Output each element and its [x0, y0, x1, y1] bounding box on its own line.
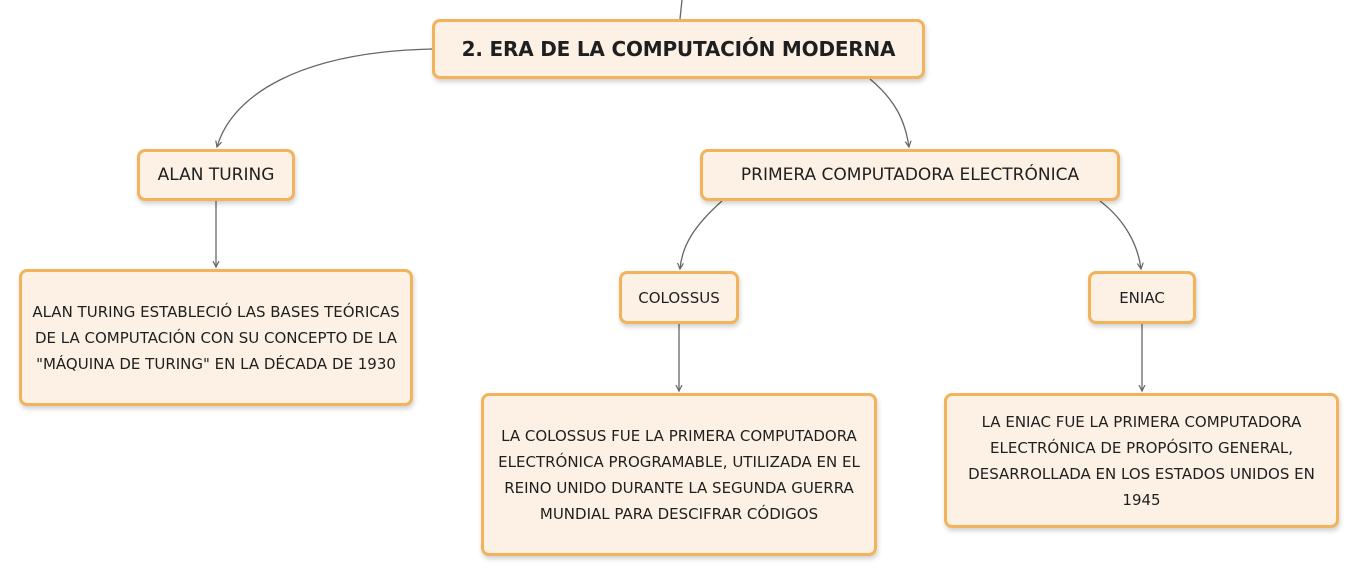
colossus-node[interactable]: COLOSSUS — [619, 271, 739, 324]
connector-primera-to-colossus — [680, 200, 723, 269]
alan-turing-label: ALAN TURING — [157, 165, 275, 185]
root-node-label: 2. ERA DE LA COMPUTACIÓN MODERNA — [461, 37, 896, 61]
connector-root-to-alan-turing — [217, 48, 433, 147]
eniac-node[interactable]: ENIAC — [1088, 271, 1196, 324]
eniac-description: LA ENIAC FUE LA PRIMERA COMPUTADORA ELEC… — [968, 412, 1315, 509]
connector-root-to-primera-computadora — [869, 78, 909, 147]
primera-computadora-node[interactable]: PRIMERA COMPUTADORA ELECTRÓNICA — [700, 149, 1120, 201]
colossus-label: COLOSSUS — [638, 288, 720, 307]
root-node[interactable]: 2. ERA DE LA COMPUTACIÓN MODERNA — [432, 19, 925, 79]
eniac-label: ENIAC — [1119, 288, 1165, 307]
alan-turing-description: ALAN TURING ESTABLECIÓ LAS BASES TEÓRICA… — [32, 302, 400, 373]
colossus-description-node[interactable]: LA COLOSSUS FUE LA PRIMERA COMPUTADORA E… — [481, 393, 877, 556]
colossus-description: LA COLOSSUS FUE LA PRIMERA COMPUTADORA E… — [498, 426, 860, 523]
alan-turing-description-node[interactable]: ALAN TURING ESTABLECIÓ LAS BASES TEÓRICA… — [19, 269, 413, 406]
primera-computadora-label: PRIMERA COMPUTADORA ELECTRÓNICA — [740, 165, 1080, 185]
eniac-description-node[interactable]: LA ENIAC FUE LA PRIMERA COMPUTADORA ELEC… — [944, 393, 1339, 528]
alan-turing-node[interactable]: ALAN TURING — [137, 149, 295, 201]
connector-primera-to-eniac — [1099, 200, 1141, 269]
connector-parent-to-root — [679, 0, 683, 20]
